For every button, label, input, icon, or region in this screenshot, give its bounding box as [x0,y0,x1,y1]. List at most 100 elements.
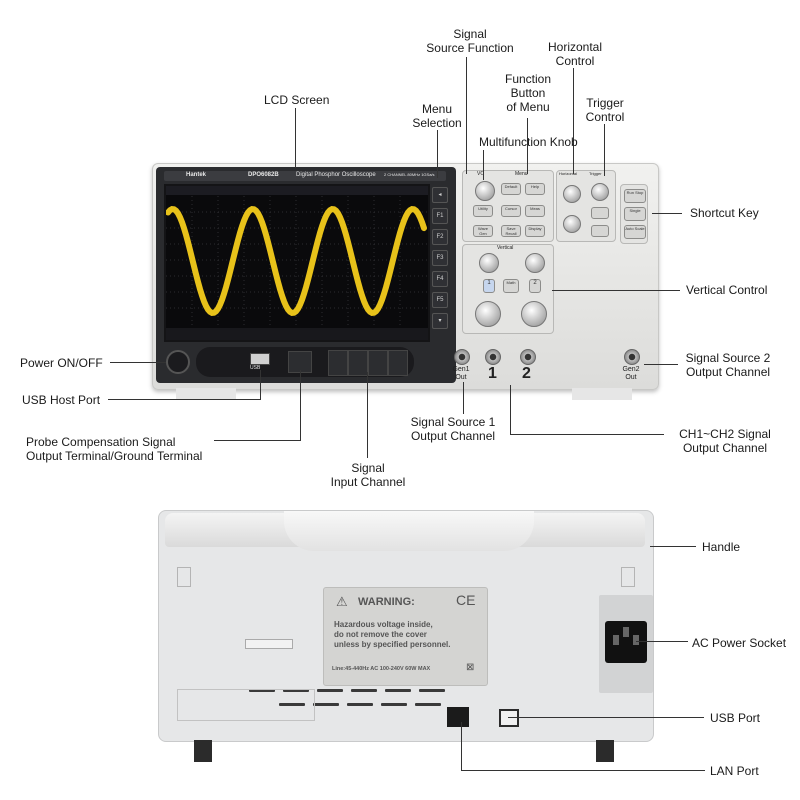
ac-pin-right [633,635,639,645]
softkey-f4[interactable]: F4 [432,271,448,287]
leader-handle [650,546,696,547]
softkey-f3[interactable]: F3 [432,250,448,266]
leader-probe-h [214,440,300,441]
label-signal-source-1: Signal Source 1 Output Channel [410,415,496,443]
warning-title: WARNING: [358,596,415,608]
auto-scale-button[interactable]: Auto Scale [624,225,646,239]
display-button[interactable]: Display [525,225,545,237]
brand-logo: Hantek [186,172,207,178]
softkey-f1[interactable]: F1 [432,208,448,224]
leader-horizontal-control [573,68,574,174]
label-lan-port: LAN Port [710,764,759,778]
label-usb-port: USB Port [710,711,761,725]
usb-device-port[interactable] [499,709,519,727]
vent-slot [351,689,377,692]
leader-menu-selection [437,130,438,178]
vent-slot [415,703,441,706]
input-slot-2 [348,350,368,376]
vent-slot [419,689,445,692]
shortcut-zone: Run Stop Single Auto Scale [620,184,648,244]
label-ch1-ch2: CH1~CH2 Signal Output Channel [679,427,771,455]
trigger-level-knob[interactable] [591,183,609,201]
utility-button[interactable]: Utility [473,205,493,217]
ch1-button[interactable]: 1 [483,279,495,293]
ch2-position-knob[interactable] [525,253,545,273]
label-signal-input: Signal Input Channel [330,461,406,489]
lcd-grid [166,196,428,326]
wave-gen-button[interactable]: Wave Gen [473,225,493,237]
single-button[interactable]: Single [624,207,646,221]
device-spec: 2 CHANNEL 80MHz 1GSa/s [384,172,435,177]
trigger-force-button[interactable] [591,225,609,237]
leader-ch-v [510,385,511,434]
leader-lan-h [461,770,705,771]
power-button[interactable] [166,350,190,374]
save-recall-button[interactable]: Save Recall [501,225,521,237]
menu-zone-label: Menu [515,171,528,177]
power-spec: Line:45-440Hz AC 100-240V 60W MAX [332,666,431,672]
ch1-number: 1 [488,365,497,382]
default-button[interactable]: Default [501,183,521,195]
softkey-f5[interactable]: F5 [432,292,448,308]
label-usb-host-port: USB Host Port [22,393,101,407]
menu-back-button[interactable]: ◂ [432,187,448,203]
ch1-volts-knob[interactable] [475,301,501,327]
leader-signal-input [367,372,368,458]
run-stop-button[interactable]: Run Stop [624,189,646,203]
label-trigger-control: Trigger Control [585,96,625,124]
menu-zone: VO Menu Default Help Utility Cursor Meas… [462,170,554,242]
trigger-menu-button[interactable] [591,207,609,219]
lan-port[interactable] [447,707,469,727]
menu-down-button[interactable]: ▾ [432,313,448,329]
ch1-bnc-connector[interactable] [485,349,501,365]
label-function-button-menu: Function Button of Menu [504,72,552,114]
ch2-volts-knob[interactable] [521,301,547,327]
help-button[interactable]: Help [525,183,545,195]
leader-vertical-control [552,290,680,291]
gen1-bnc-connector[interactable] [454,349,470,365]
leader-lan-v [461,722,462,770]
gen1-out-label: Gen1 Out [452,366,470,381]
ch1-position-knob[interactable] [479,253,499,273]
warning-body: Hazardous voltage inside, do not remove … [334,620,451,649]
meas-button[interactable]: Meas [525,205,545,217]
display-bezel: Hantek DPO6082B Digital Phosphor Oscillo… [156,167,456,383]
leader-shortcut-key [652,213,682,214]
usb-host-port[interactable] [250,353,270,365]
gen2-bnc-connector[interactable] [624,349,640,365]
front-foot-right [572,388,632,400]
horizontal-position-knob[interactable] [563,185,581,203]
ch2-bnc-connector[interactable] [520,349,536,365]
menu-selection-keys: ◂ F1 F2 F3 F4 F5 ▾ [432,187,448,335]
cursor-button[interactable]: Cursor [501,205,521,217]
lcd-graph [166,196,428,326]
model-name: DPO6082B [248,172,279,178]
label-signal-source-2: Signal Source 2 Output Channel [685,351,771,379]
ch2-button[interactable]: 2 [529,279,541,293]
vent-panel-outline [177,689,315,721]
front-port-strip: USB [196,347,414,377]
leader-signal-source-2 [644,364,678,365]
lcd-screen [164,184,430,342]
control-panel: VO Menu Default Help Utility Cursor Meas… [462,170,654,335]
leader-usb-host-v [260,370,261,400]
label-signal-source-function: Signal Source Function [426,27,514,55]
input-slot-1 [328,350,348,376]
math-button[interactable]: Math [503,279,519,293]
usb-port-label: USB [250,365,261,371]
horizontal-scale-knob[interactable] [563,215,581,233]
ce-mark: CE [456,592,476,608]
ac-power-socket[interactable] [605,621,647,663]
lcd-measure-bar [166,328,428,340]
back-slot-right [621,567,635,587]
label-ac-power-socket: AC Power Socket [692,636,787,650]
warning-triangle-icon: ⚠ [336,594,348,609]
multifunction-knob[interactable] [475,181,495,201]
waveform-ch1 [166,206,427,316]
vent-slot [313,703,339,706]
leader-trigger-control [604,124,605,176]
gen2-out-label: Gen2 Out [622,366,640,381]
back-foot-right [596,740,614,762]
softkey-f2[interactable]: F2 [432,229,448,245]
warning-label: ⚠ WARNING: CE Hazardous voltage inside, … [323,587,488,686]
